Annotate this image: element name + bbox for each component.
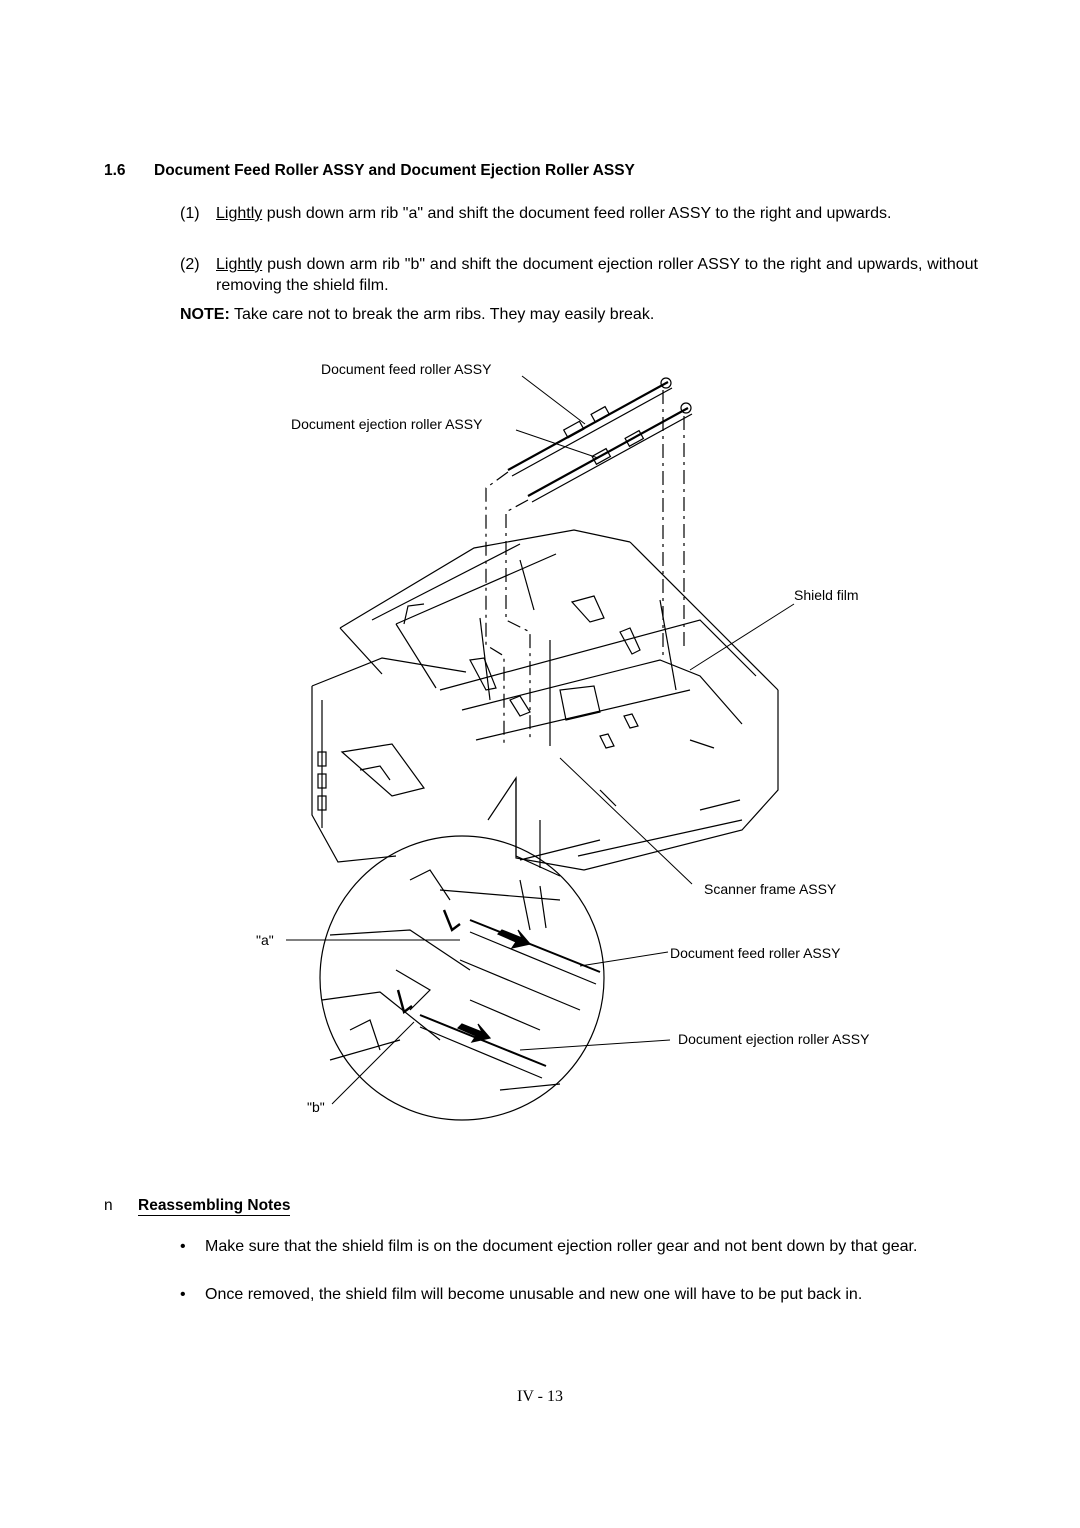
reassembling-note-1: • Make sure that the shield film is on t… xyxy=(180,1236,978,1257)
label-feed-roller-top: Document feed roller ASSY xyxy=(321,361,492,377)
label-eject-roller-bottom: Document ejection roller ASSY xyxy=(678,1031,870,1047)
bullet-text: Make sure that the shield film is on the… xyxy=(205,1238,918,1255)
reassembling-heading: n Reassembling Notes xyxy=(104,1197,291,1216)
note-text: Take care not to break the arm ribs. The… xyxy=(229,306,655,323)
label-feed-roller-bottom: Document feed roller ASSY xyxy=(670,945,841,961)
label-shield-film: Shield film xyxy=(794,587,859,603)
reassembling-note-2: • Once removed, the shield film will bec… xyxy=(180,1284,978,1305)
step-emphasis: Lightly xyxy=(216,256,263,273)
label-eject-roller-top: Document ejection roller ASSY xyxy=(291,416,483,432)
bullet-text: Once removed, the shield film will becom… xyxy=(205,1286,863,1303)
eject-roller-drawing xyxy=(527,402,693,503)
step-body: push down arm rib "b" and shift the docu… xyxy=(216,256,978,294)
step-text: Lightly push down arm rib "b" and shift … xyxy=(216,254,978,296)
label-scanner-frame: Scanner frame ASSY xyxy=(704,881,837,897)
leader-lines xyxy=(286,375,795,1105)
step-number: (2) xyxy=(180,256,200,273)
step-2: (2) Lightly push down arm rib "b" and sh… xyxy=(180,254,978,296)
detail-magnifier xyxy=(319,776,605,1121)
section-title: Document Feed Roller ASSY and Document E… xyxy=(154,162,635,179)
label-rib-b: "b" xyxy=(307,1099,325,1115)
feed-roller-drawing xyxy=(507,377,673,477)
step-text: Lightly push down arm rib "a" and shift … xyxy=(216,203,978,224)
heading-marker: n xyxy=(104,1197,113,1214)
note: NOTE: Take care not to break the arm rib… xyxy=(180,306,654,324)
scanner-unit-drawing xyxy=(311,377,779,871)
label-rib-a: "a" xyxy=(256,932,274,948)
disassembly-figure: Document feed roller ASSY Document eject… xyxy=(256,361,870,1121)
section-number: 1.6 xyxy=(104,162,126,179)
page-number: IV - 13 xyxy=(517,1388,563,1405)
section-heading: 1.6 Document Feed Roller ASSY and Documen… xyxy=(104,162,635,180)
bullet-dot: • xyxy=(180,1286,186,1303)
step-1: (1) Lightly push down arm rib "a" and sh… xyxy=(180,203,978,224)
reassembling-title: Reassembling Notes xyxy=(138,1197,291,1216)
note-label: NOTE: xyxy=(180,306,230,323)
bullet-dot: • xyxy=(180,1238,186,1255)
step-emphasis: Lightly xyxy=(216,205,263,222)
step-body: push down arm rib "a" and shift the docu… xyxy=(262,205,892,222)
alignment-lines xyxy=(485,390,685,745)
step-number: (1) xyxy=(180,205,200,222)
